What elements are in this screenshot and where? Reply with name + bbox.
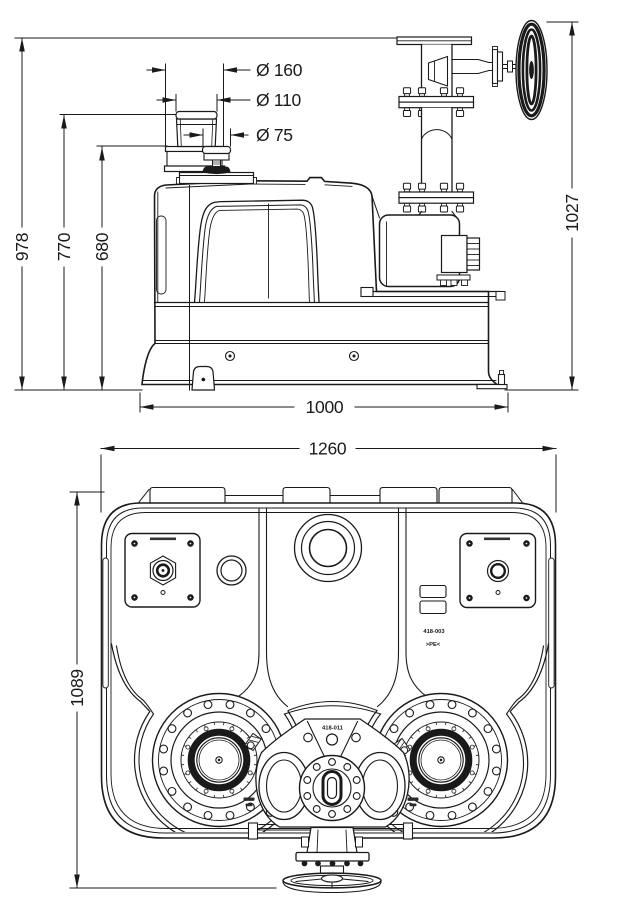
pump-clamp-ear	[244, 732, 262, 752]
motor-cable-box	[440, 234, 468, 274]
inlet-connection	[163, 110, 226, 173]
discharge-pipe	[420, 107, 453, 193]
motor-connector-fins	[466, 237, 481, 271]
left-grip-groove	[102, 557, 109, 689]
tank-recess	[193, 199, 320, 303]
left-access-plate	[124, 532, 201, 608]
tank-cover-plate	[176, 171, 257, 185]
dim-978-line	[19, 37, 25, 391]
outlet-flange	[298, 754, 366, 822]
plan-top-tabs	[138, 486, 523, 504]
inlet-boss-top	[293, 513, 363, 583]
side-view-dimensions	[14, 21, 579, 413]
tank-body-outline	[141, 176, 500, 386]
side-elevation-view	[14, 19, 579, 413]
vent-boss-top	[216, 555, 247, 586]
material-mark: >PE<	[426, 642, 441, 648]
right-access-plate	[459, 532, 537, 609]
plan-view	[69, 445, 557, 894]
dim-1089-label: 1089	[67, 669, 87, 707]
plan-view-dimensions	[69, 445, 557, 889]
bottom-valve	[282, 826, 382, 894]
discharge-assembly	[396, 19, 548, 219]
nameplate-slot-2	[419, 600, 447, 615]
right-suction-flange	[354, 751, 406, 821]
bottom-valve-handwheel	[282, 872, 382, 894]
dim-1260-label: 1260	[309, 439, 347, 459]
rear-floor-bracket	[476, 370, 508, 390]
dim-978-label: 978	[12, 233, 32, 261]
vent-cowl	[202, 166, 231, 175]
dim-1027-label: 1027	[562, 194, 582, 232]
manifold-part-number: 418-011	[322, 726, 344, 732]
dim-160-label: Ø 160	[256, 60, 303, 80]
right-grip-groove	[548, 557, 555, 689]
pump-motor-unit	[360, 195, 506, 301]
dim-1260-line	[100, 445, 557, 513]
dim-680-label: 680	[92, 232, 112, 261]
dim-160-line	[146, 63, 251, 147]
dim-680-line	[99, 146, 105, 391]
vent-connection	[201, 145, 232, 175]
dim-75-label: Ø 75	[256, 125, 293, 145]
dim-75-line	[183, 128, 249, 147]
dim-770-label: 770	[54, 232, 74, 261]
left-pump-flange	[151, 692, 287, 828]
dim-1000-line	[139, 392, 509, 413]
dim-1027-line	[569, 21, 575, 391]
left-suction-flange	[258, 751, 310, 821]
valve-handwheel	[515, 19, 548, 121]
gate-valve-body	[420, 43, 518, 98]
pump-part-marks	[243, 797, 419, 807]
dim-1000-label: 1000	[306, 397, 344, 417]
dim-110-label: Ø 110	[256, 90, 301, 110]
pump-mounting-plate	[360, 286, 506, 301]
dim-770-line	[61, 114, 67, 391]
tank-part-number: 418-003	[423, 629, 445, 635]
dim-110-line	[156, 94, 251, 112]
dim-1089-line	[69, 491, 277, 889]
lower-pipe-flange	[398, 182, 475, 213]
tank-side-view	[141, 176, 508, 391]
nameplate-slot-1	[419, 584, 447, 599]
